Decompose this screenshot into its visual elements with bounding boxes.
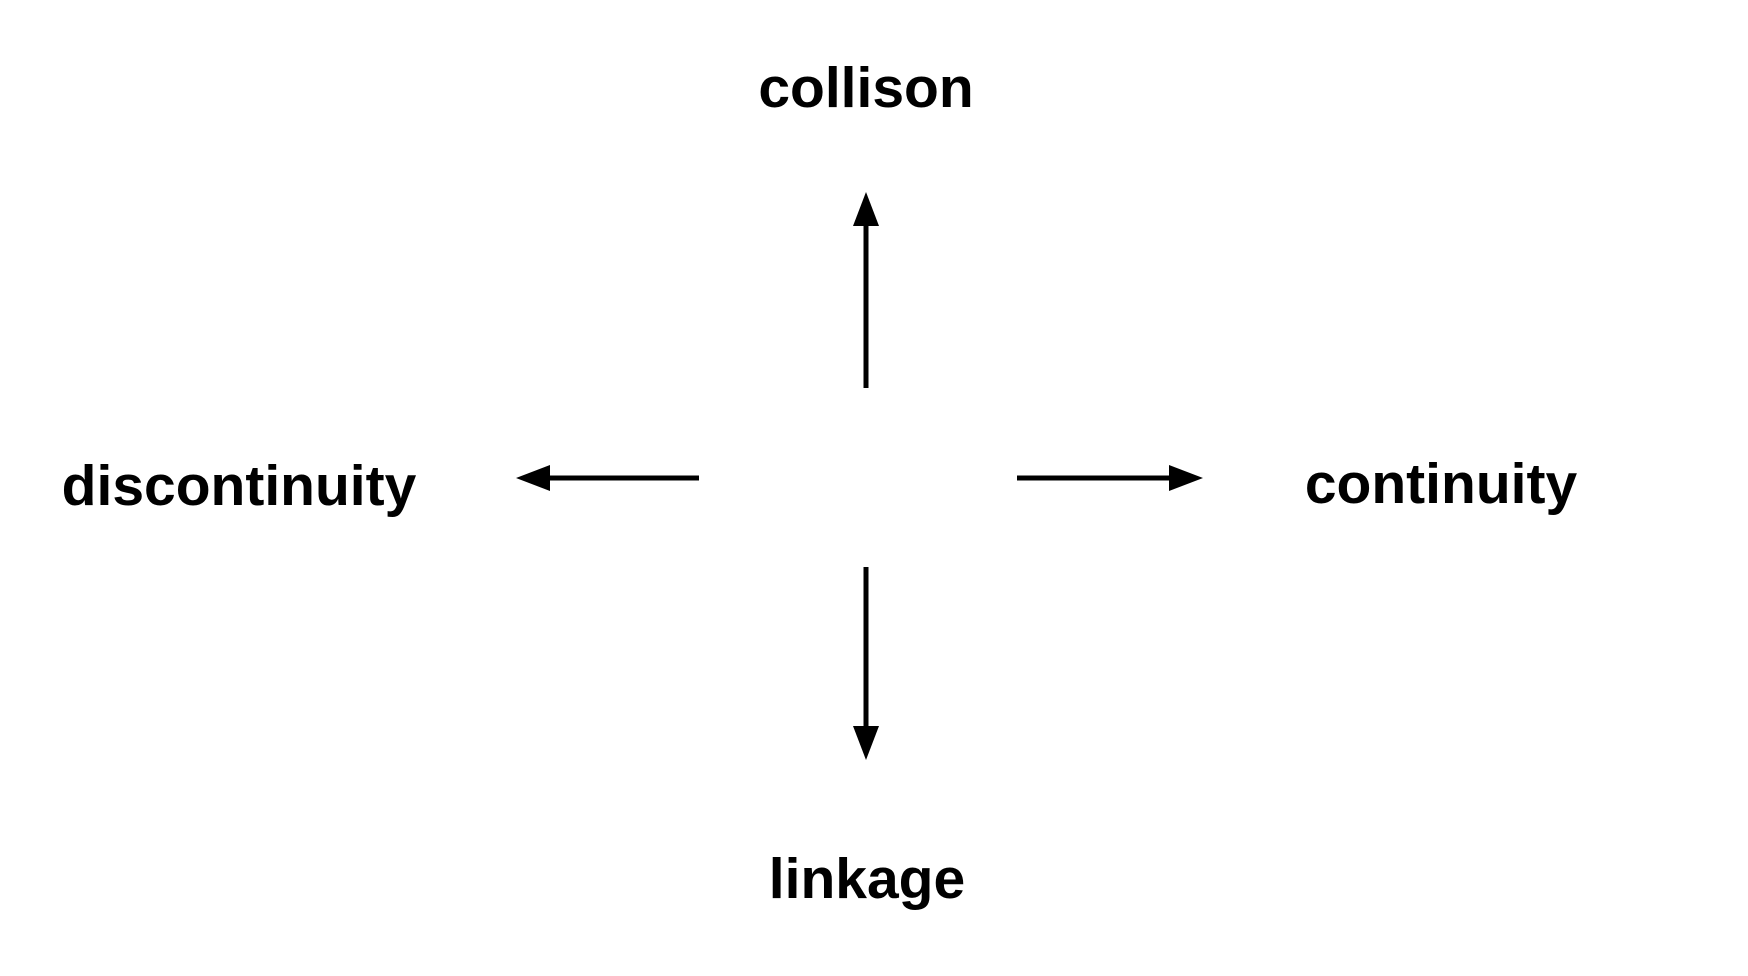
arrow-down-icon xyxy=(853,567,879,760)
label-continuity: continuity xyxy=(1304,452,1578,516)
arrow-up-icon xyxy=(853,192,879,388)
arrow-right-icon xyxy=(1017,465,1203,491)
arrow-left-icon xyxy=(516,465,699,491)
label-collison: collison xyxy=(758,56,974,120)
label-discontinuity: discontinuity xyxy=(61,454,417,518)
label-linkage: linkage xyxy=(768,847,966,911)
